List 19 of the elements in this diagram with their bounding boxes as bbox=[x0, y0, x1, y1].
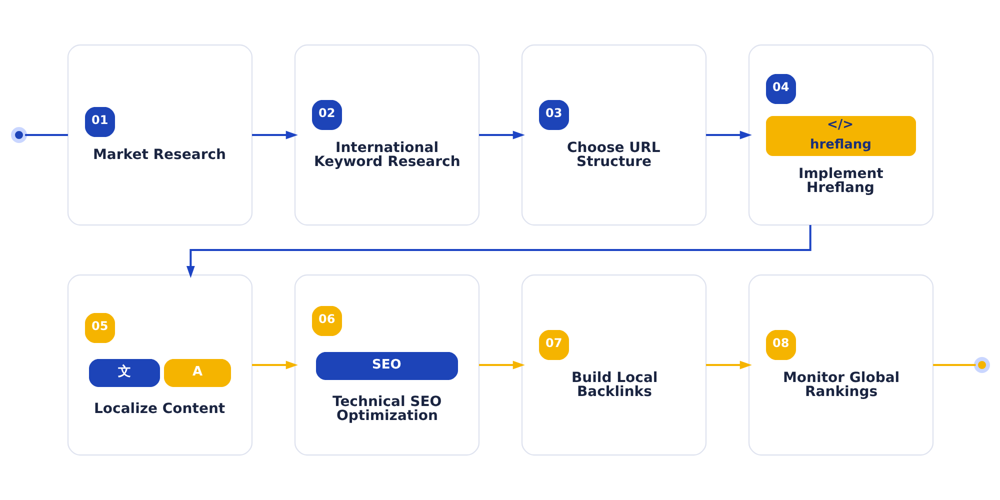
arrow bbox=[252, 360, 298, 370]
node-box: 08 Monitor Global Rankings bbox=[748, 274, 934, 456]
node-box: 01 Market Research bbox=[66, 44, 252, 226]
node-box: 05 文 A Localize Content bbox=[66, 274, 252, 456]
arrow bbox=[478, 360, 524, 370]
connector bbox=[932, 364, 976, 366]
node-box: 03 Choose URL Structure bbox=[520, 44, 706, 226]
arrow bbox=[478, 130, 524, 140]
arrow bbox=[252, 130, 298, 140]
arrow bbox=[186, 225, 811, 278]
node-box: 02 International Keyword Research bbox=[294, 44, 480, 226]
node-box: 06 SEO Technical SEO Optimization bbox=[294, 274, 480, 456]
node-box: 04 </> hreflang Implement Hreflang bbox=[748, 44, 934, 226]
node-circle bbox=[10, 127, 26, 143]
node-box: 07 Build Local Backlinks bbox=[520, 274, 706, 456]
connector bbox=[24, 134, 68, 136]
arrow bbox=[706, 130, 752, 140]
arrow bbox=[706, 360, 752, 370]
node-circle bbox=[974, 357, 990, 373]
